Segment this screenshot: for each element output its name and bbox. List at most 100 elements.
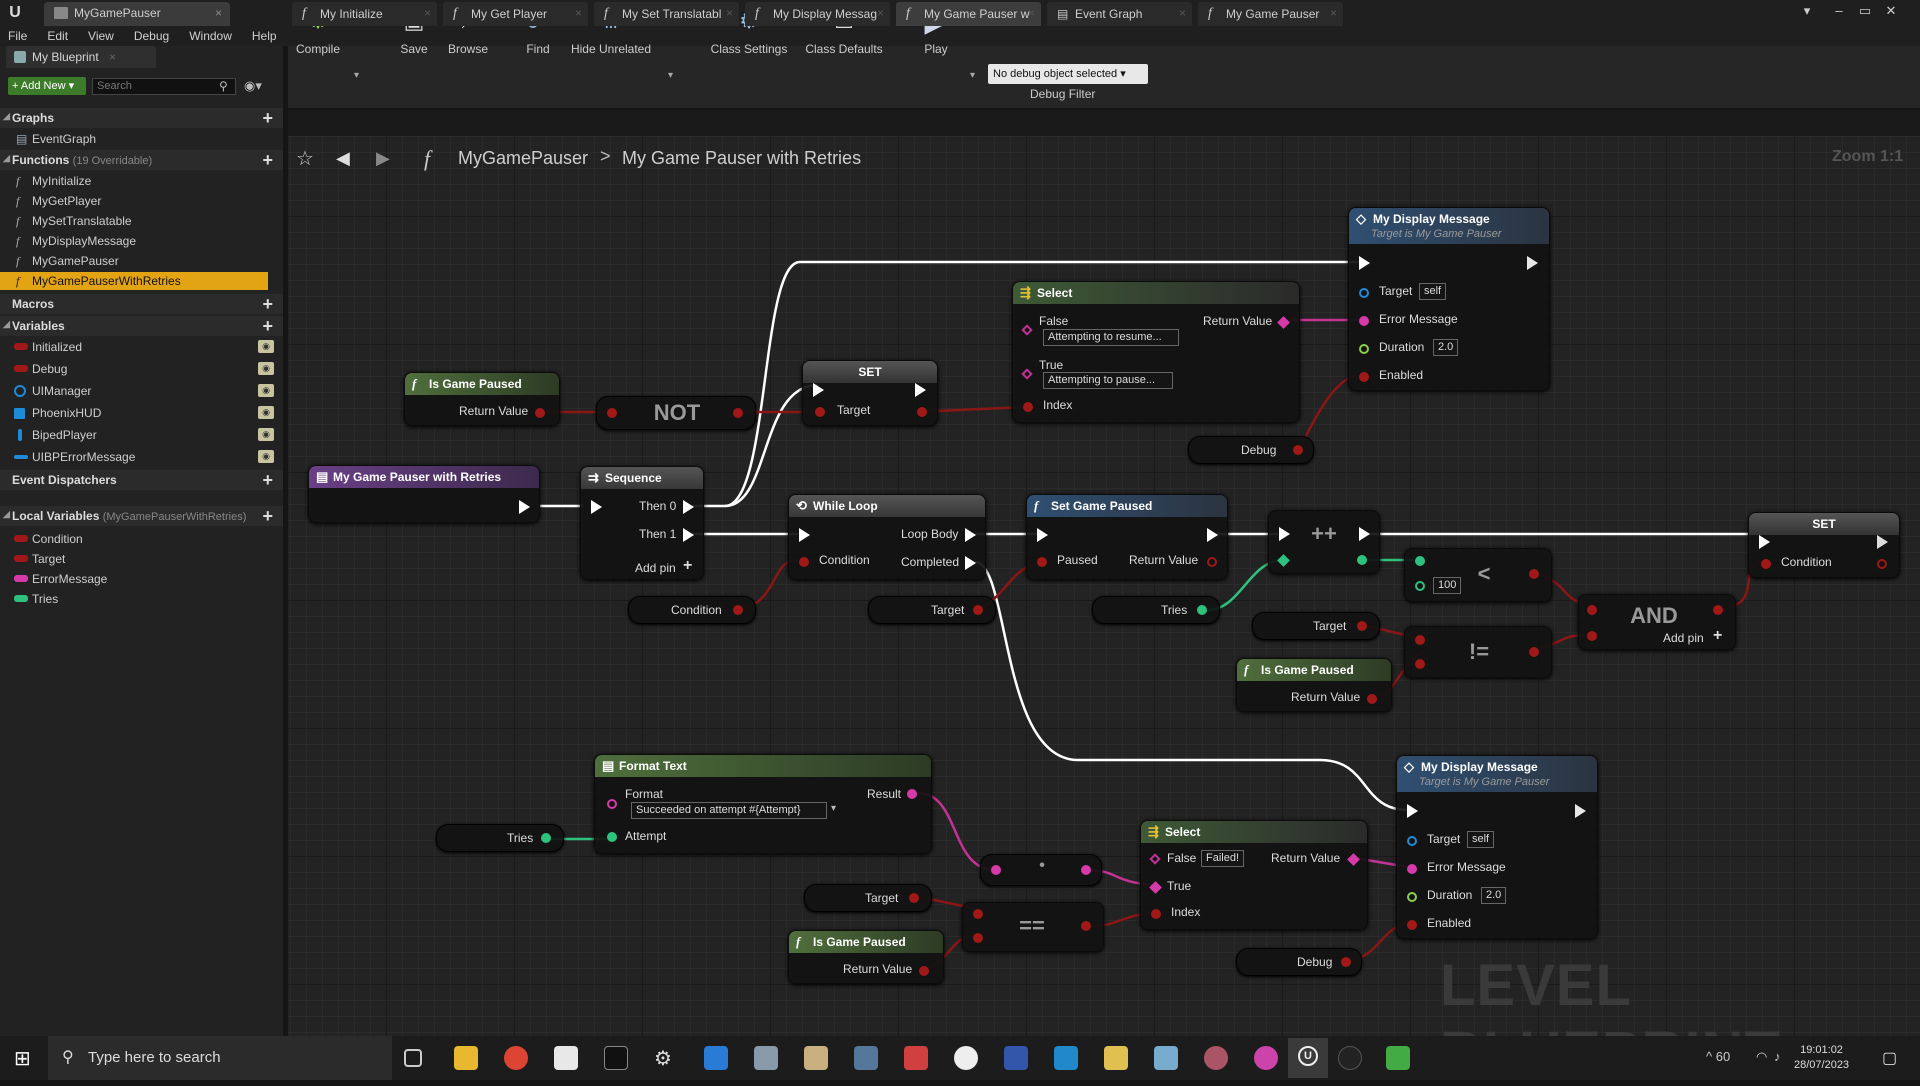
bool-in-pin[interactable] <box>1587 605 1597 615</box>
less-than-node[interactable]: 100 < <box>1404 548 1552 602</box>
equal-node[interactable]: == <box>962 902 1104 952</box>
reroute-dot-node[interactable]: • <box>980 854 1102 886</box>
bool-out-pin[interactable] <box>1529 647 1539 657</box>
menu-debug[interactable]: Debug <box>133 29 170 43</box>
menu-help[interactable]: Help <box>251 29 277 43</box>
wildcard-in-pin[interactable] <box>607 832 617 842</box>
int-out-pin[interactable] <box>1197 605 1207 615</box>
int-ref-pin[interactable] <box>1277 554 1290 567</box>
menu-view[interactable]: View <box>88 29 114 43</box>
bool-out-pin[interactable] <box>1293 445 1303 455</box>
close-icon[interactable]: × <box>214 6 222 20</box>
bool-out-pin[interactable] <box>1529 569 1539 579</box>
exec-in-pin[interactable] <box>799 528 810 542</box>
bool-out-pin[interactable] <box>1357 621 1367 631</box>
search-input[interactable]: Search <box>92 78 236 95</box>
close-icon[interactable]: × <box>1329 6 1337 20</box>
tab-event-graph[interactable]: ▤Event Graph× <box>1047 2 1192 26</box>
exec-out-pin[interactable] <box>1527 256 1538 270</box>
add-local-variable-icon[interactable]: + <box>262 506 273 526</box>
add-pin-icon[interactable]: + <box>1713 627 1723 644</box>
debug-object-select[interactable]: No debug object selected ▾ <box>988 64 1148 84</box>
while-loop-node[interactable]: ⟲While Loop Loop Body Condition Complete… <box>788 494 986 580</box>
eye-icon[interactable]: ◉ <box>258 340 274 353</box>
app-icon[interactable] <box>1386 1046 1410 1070</box>
bool-out-pin[interactable] <box>1877 559 1887 569</box>
bool-in-pin[interactable] <box>1037 557 1047 567</box>
exec-out-pin[interactable] <box>1359 527 1370 541</box>
forward-arrow-icon[interactable]: ▶ <box>376 148 390 168</box>
collapse-arrow-icon[interactable]: ◢ <box>3 509 10 519</box>
text-out-pin[interactable] <box>1277 316 1290 329</box>
close-window-button[interactable]: ✕ <box>1885 3 1897 18</box>
collapse-arrow-icon[interactable]: ◢ <box>3 319 10 329</box>
minimize-button[interactable]: – <box>1835 3 1843 18</box>
object-in-pin[interactable] <box>1407 836 1417 846</box>
bool-in-pin[interactable] <box>799 557 809 567</box>
close-icon[interactable]: × <box>574 6 582 20</box>
exec-in-pin[interactable] <box>1407 804 1418 818</box>
taskbar-search-input[interactable]: ⚲Type here to search <box>48 1036 392 1080</box>
set-condition-node[interactable]: SET Condition <box>1748 512 1900 578</box>
bool-in-pin[interactable] <box>1151 909 1161 919</box>
app-icon[interactable] <box>754 1046 778 1070</box>
add-graph-icon[interactable]: + <box>262 108 273 128</box>
set-target-node[interactable]: SET Target <box>802 360 938 426</box>
bool-in-pin[interactable] <box>1407 920 1417 930</box>
target-value-field[interactable]: self <box>1419 283 1447 300</box>
bool-out-pin[interactable] <box>1341 957 1351 967</box>
bool-in-pin[interactable] <box>1587 631 1597 641</box>
false-value-field[interactable]: Failed! <box>1201 850 1245 867</box>
close-icon[interactable]: × <box>1027 6 1035 20</box>
text-in-pin[interactable] <box>1149 853 1161 865</box>
debug-variable-node[interactable]: Debug <box>1188 436 1314 464</box>
exec-in-pin[interactable] <box>591 500 602 514</box>
graph-item-eventgraph[interactable]: ▤EventGraph <box>12 130 280 148</box>
bool-out-pin[interactable] <box>1207 557 1217 567</box>
exec-in-pin[interactable] <box>1279 527 1290 541</box>
true-value-field[interactable]: Attempting to pause... <box>1043 372 1173 389</box>
windows-start-icon[interactable]: ⊞ <box>14 1048 31 1070</box>
text-in-pin[interactable] <box>607 799 617 809</box>
section-macros[interactable]: Macros+ <box>0 294 283 314</box>
bool-in-pin[interactable] <box>973 909 983 919</box>
exec-out-pin[interactable] <box>1575 804 1586 818</box>
text-out-pin[interactable] <box>1081 865 1091 875</box>
int-value-field[interactable]: 100 <box>1433 577 1462 594</box>
duration-value-field[interactable]: 2.0 <box>1481 887 1507 904</box>
bool-out-pin[interactable] <box>733 605 743 615</box>
chrome-icon[interactable] <box>504 1046 528 1070</box>
format-text-node[interactable]: ▤Format Text Format Succeeded on attempt… <box>594 754 932 854</box>
section-variables[interactable]: ◢Variables+ <box>0 316 283 336</box>
target-value-field[interactable]: self <box>1467 831 1495 848</box>
notifications-icon[interactable]: ▢ <box>1882 1050 1898 1067</box>
bool-in-pin[interactable] <box>607 408 617 418</box>
bool-out-pin[interactable] <box>919 966 929 976</box>
function-entry-node[interactable]: ▤My Game Pauser with Retries <box>308 465 540 523</box>
bool-in-pin[interactable] <box>1761 559 1771 569</box>
graph-canvas[interactable] <box>288 136 1920 1036</box>
bool-out-pin[interactable] <box>1367 694 1377 704</box>
bool-in-pin[interactable] <box>815 407 825 417</box>
restore-button[interactable]: ▭ <box>1858 3 1872 18</box>
close-icon[interactable]: × <box>1178 6 1186 20</box>
int-in-pin[interactable] <box>1415 581 1425 591</box>
local-item-condition[interactable]: Condition <box>12 530 280 548</box>
app-icon[interactable] <box>904 1046 928 1070</box>
and-node[interactable]: AND Add pin + <box>1578 594 1736 650</box>
exec-in-pin[interactable] <box>1359 256 1370 270</box>
target-variable-node[interactable]: Target <box>1252 612 1380 640</box>
exec-out-pin[interactable] <box>965 528 976 542</box>
system-tray[interactable]: ^ 60 <box>1706 1049 1731 1064</box>
menu-file[interactable]: File <box>8 29 28 43</box>
bool-in-pin[interactable] <box>973 933 983 943</box>
text-in-pin[interactable] <box>1149 881 1162 894</box>
dropdown-arrow-icon[interactable]: ▾ <box>831 803 837 814</box>
